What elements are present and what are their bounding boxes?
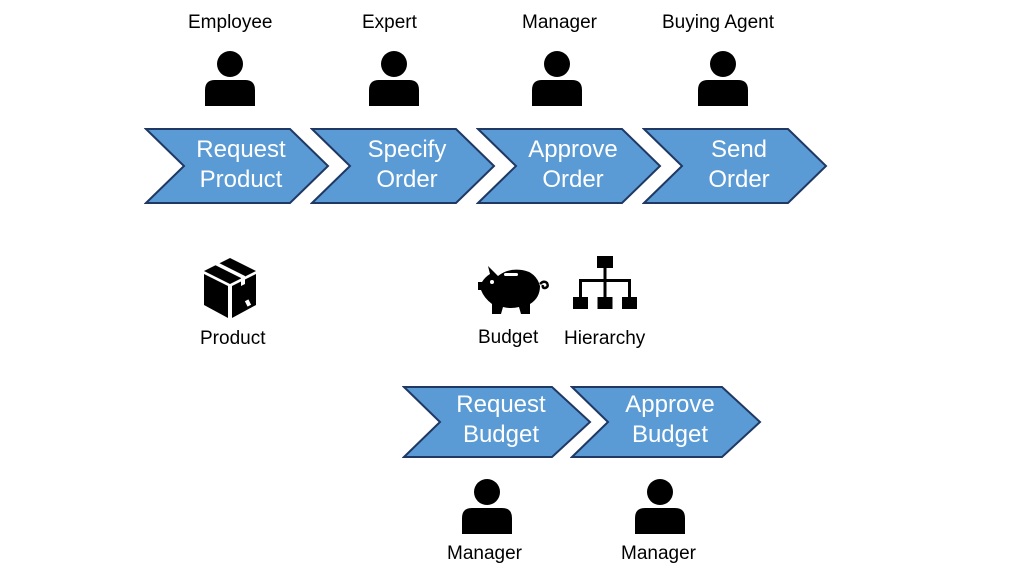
person-icon — [462, 479, 512, 534]
chevron-label-line2: Order — [376, 166, 438, 193]
box-icon — [204, 258, 256, 318]
resource-label-product: Product — [200, 328, 266, 349]
chevron-specify-order — [310, 128, 496, 204]
role-label-manager: Manager — [522, 12, 597, 33]
resource-label-hierarchy: Hierarchy — [564, 328, 646, 349]
chevron-send-order — [642, 128, 828, 204]
role-label-buying-agent: Buying Agent — [662, 12, 774, 33]
person-icon — [698, 51, 748, 106]
piggy-bank-icon — [478, 266, 549, 314]
person-icon — [369, 51, 419, 106]
role-label-expert: Expert — [362, 12, 417, 33]
chevron-label-approve-order: Approve Order — [518, 135, 628, 195]
chevron-label-line2: Order — [542, 166, 604, 193]
chevron-label-line1: Specify — [367, 136, 447, 163]
chevron-label-line1: Request — [196, 136, 286, 163]
chevron-label-line1: Request — [456, 391, 546, 418]
person-icon — [205, 51, 255, 106]
chevron-request-product — [144, 128, 330, 204]
chevron-label-line2: Budget — [462, 421, 540, 448]
chevron-label-line2: Budget — [631, 421, 709, 448]
role-label-employee: Employee — [188, 12, 273, 33]
chevron-label-line1: Send — [710, 136, 768, 163]
chevron-request-budget — [402, 386, 592, 458]
chevron-label-specify-order: Specify Order — [352, 135, 462, 195]
role-label-manager: Manager — [621, 543, 696, 564]
chevron-approve-budget — [570, 386, 762, 458]
chevron-approve-order — [476, 128, 662, 204]
chevron-label-line2: Product — [199, 166, 283, 193]
person-icon — [532, 51, 582, 106]
role-label-manager: Manager — [447, 543, 522, 564]
chevron-label-approve-budget: Approve Budget — [614, 390, 726, 450]
org-chart-icon — [573, 256, 637, 309]
chevron-label-line1: Approve — [528, 136, 618, 163]
chevron-label-line2: Order — [708, 166, 770, 193]
chevron-label-send-order: Send Order — [684, 135, 794, 195]
chevron-label-request-budget: Request Budget — [446, 390, 556, 450]
chevron-label-request-product: Request Product — [186, 135, 296, 195]
resource-label-budget: Budget — [478, 327, 539, 348]
person-icon — [635, 479, 685, 534]
chevron-label-line1: Approve — [625, 391, 715, 418]
